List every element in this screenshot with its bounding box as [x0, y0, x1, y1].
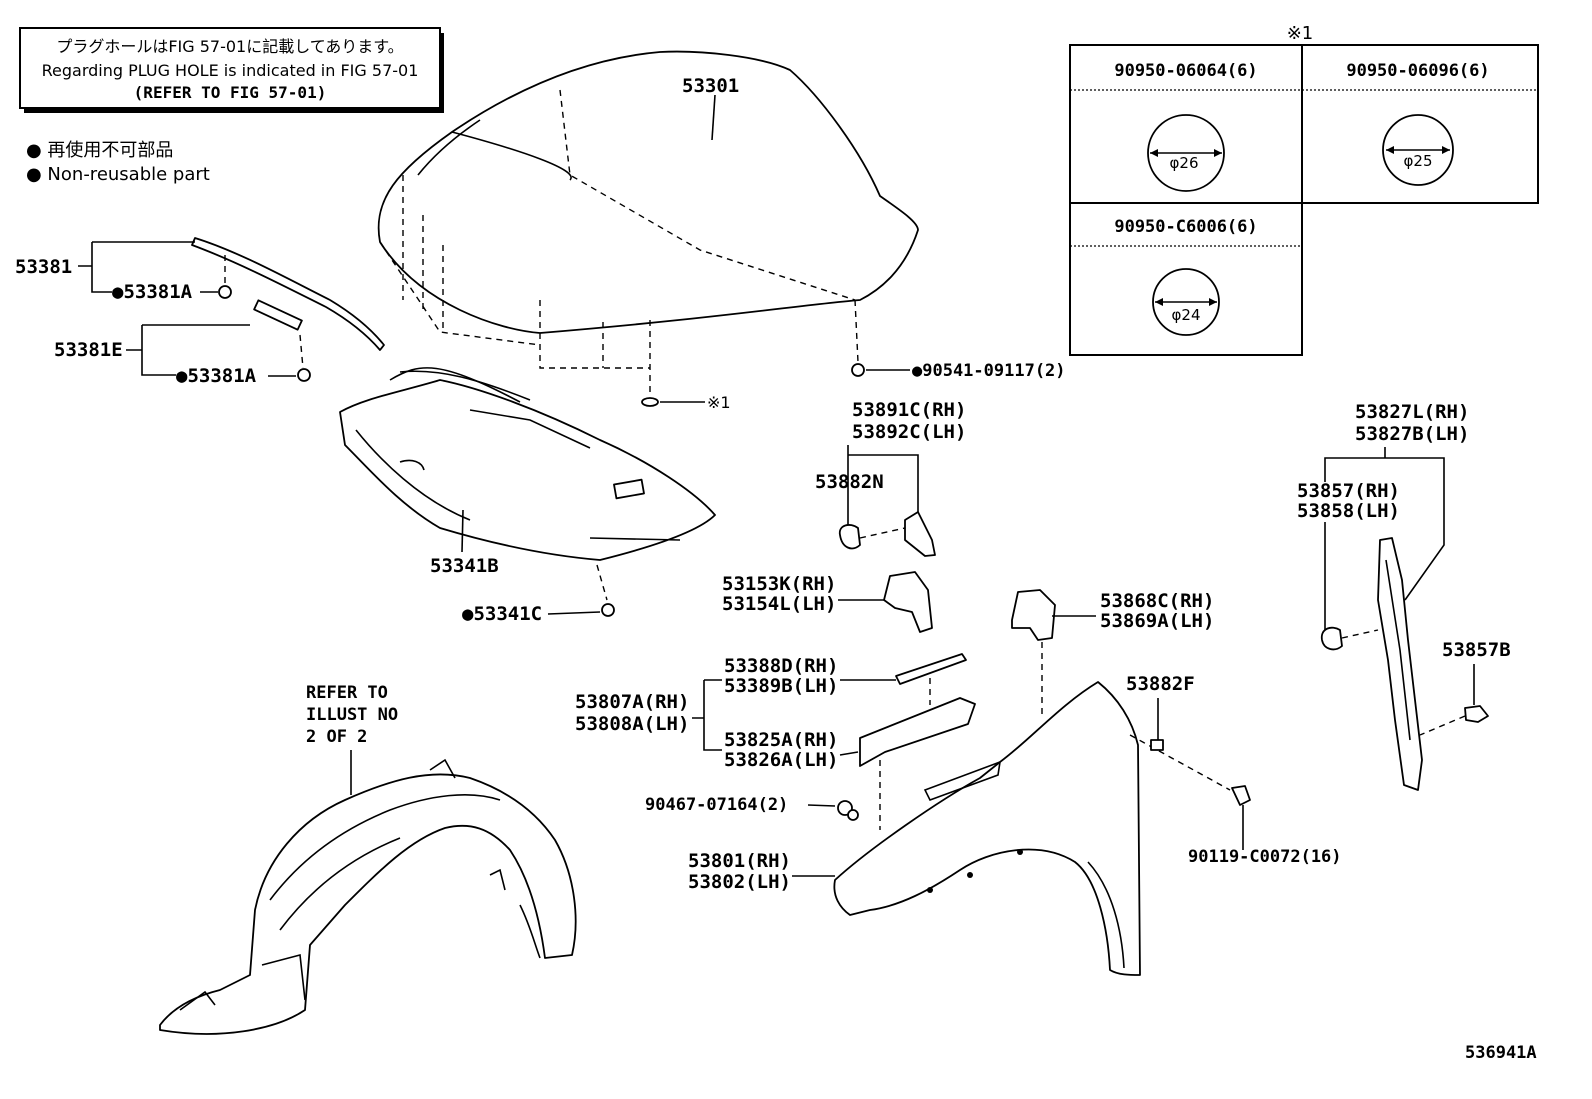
label-fender-lh: 53802(LH)	[688, 871, 791, 893]
plug-diameter-2: φ25	[1404, 152, 1433, 170]
bolt-drawing	[1231, 785, 1251, 806]
plug-part-2: 90950-06096(6)	[1346, 61, 1489, 81]
plug-table: ※1 90950-06064(6) φ26 90950-06096(6) φ25…	[1069, 23, 1539, 356]
plug-table-marker: ※1	[1287, 23, 1314, 44]
hood-drawing	[377, 50, 919, 395]
bracket-drawing	[883, 571, 933, 633]
label-seal2-lh: 53389B(LH)	[724, 675, 838, 697]
plug-part-3: 90950-C6006(6)	[1114, 217, 1257, 237]
label-refer-1: REFER TO	[306, 683, 388, 703]
label-rseal-lh: 53827B(LH)	[1355, 423, 1469, 445]
label-bracket-rh: 53153K(RH)	[722, 573, 836, 595]
label-seal2-rh: 53388D(RH)	[724, 655, 838, 677]
label-clip-90467: 90467-07164(2)	[645, 795, 788, 815]
label-assy-lh: 53808A(LH)	[575, 713, 689, 735]
spacer-drawing	[1011, 589, 1056, 641]
label-spacer-rh: 53868C(RH)	[1100, 590, 1214, 612]
plug-diameter-1: φ26	[1170, 154, 1199, 172]
label-seal-53381: 53381	[15, 256, 72, 278]
label-plug-ref: ※1	[707, 393, 731, 412]
label-bracket-lh: 53154L(LH)	[722, 593, 836, 615]
plug-diameter-3: φ24	[1172, 306, 1201, 324]
label-clip-53882f: 53882F	[1126, 673, 1195, 695]
label-rseal2-lh: 53858(LH)	[1297, 500, 1400, 522]
note-line-en: Regarding PLUG HOLE is indicated in FIG …	[42, 61, 419, 80]
plug-part-1: 90950-06064(6)	[1114, 61, 1257, 81]
label-rseal-rh: 53827L(RH)	[1355, 401, 1469, 423]
label-cushion-53882n: 53882N	[815, 471, 884, 493]
label-hood: 53301	[682, 75, 739, 97]
label-assy-rh: 53807A(RH)	[575, 691, 689, 713]
note-line-ref: (REFER TO FIG 57-01)	[134, 83, 327, 102]
support-drawing	[859, 697, 976, 767]
label-support-rh: 53825A(RH)	[724, 729, 838, 751]
plug-hole-note: プラグホールはFIG 57-01に記載してあります。 Regarding PLU…	[19, 27, 444, 113]
label-clip-53341c: ●53341C	[462, 603, 542, 625]
label-support-lh: 53826A(LH)	[724, 749, 838, 771]
cushion-drawing	[838, 511, 936, 557]
label-clip-53381a-2: ●53381A	[176, 365, 257, 387]
note-line-jp: プラグホールはFIG 57-01に記載してあります。	[56, 37, 403, 56]
legend-en: ● Non-reusable part	[26, 164, 210, 185]
label-spacer-lh: 53869A(LH)	[1100, 610, 1214, 632]
fender-liner-drawing	[159, 758, 577, 1035]
label-clip-90541: ●90541-09117(2)	[912, 361, 1066, 381]
label-bolt-90119: 90119-C0072(16)	[1188, 847, 1342, 867]
label-refer-2: ILLUST NO	[306, 705, 398, 725]
fender-drawing	[833, 681, 1231, 976]
label-clip-53381a-1: ●53381A	[112, 281, 193, 303]
label-rseal2-rh: 53857(RH)	[1297, 480, 1400, 502]
seal2-drawing	[895, 653, 967, 685]
label-clip-53857b: 53857B	[1442, 639, 1511, 661]
label-fender-rh: 53801(RH)	[688, 850, 791, 872]
figure-id: 536941A	[1465, 1043, 1537, 1063]
hood-seal-drawing	[191, 237, 385, 382]
label-seal-rh: 53891C(RH)	[852, 399, 966, 421]
hood-insulator-drawing	[339, 367, 716, 617]
legend-jp: ● 再使用不可部品	[26, 140, 173, 161]
rear-seal-drawing	[1320, 537, 1423, 791]
label-seal-53381e: 53381E	[54, 339, 123, 361]
label-insulator: 53341B	[430, 555, 499, 577]
label-seal-lh: 53892C(LH)	[852, 421, 966, 443]
label-refer-3: 2 OF 2	[306, 727, 367, 747]
